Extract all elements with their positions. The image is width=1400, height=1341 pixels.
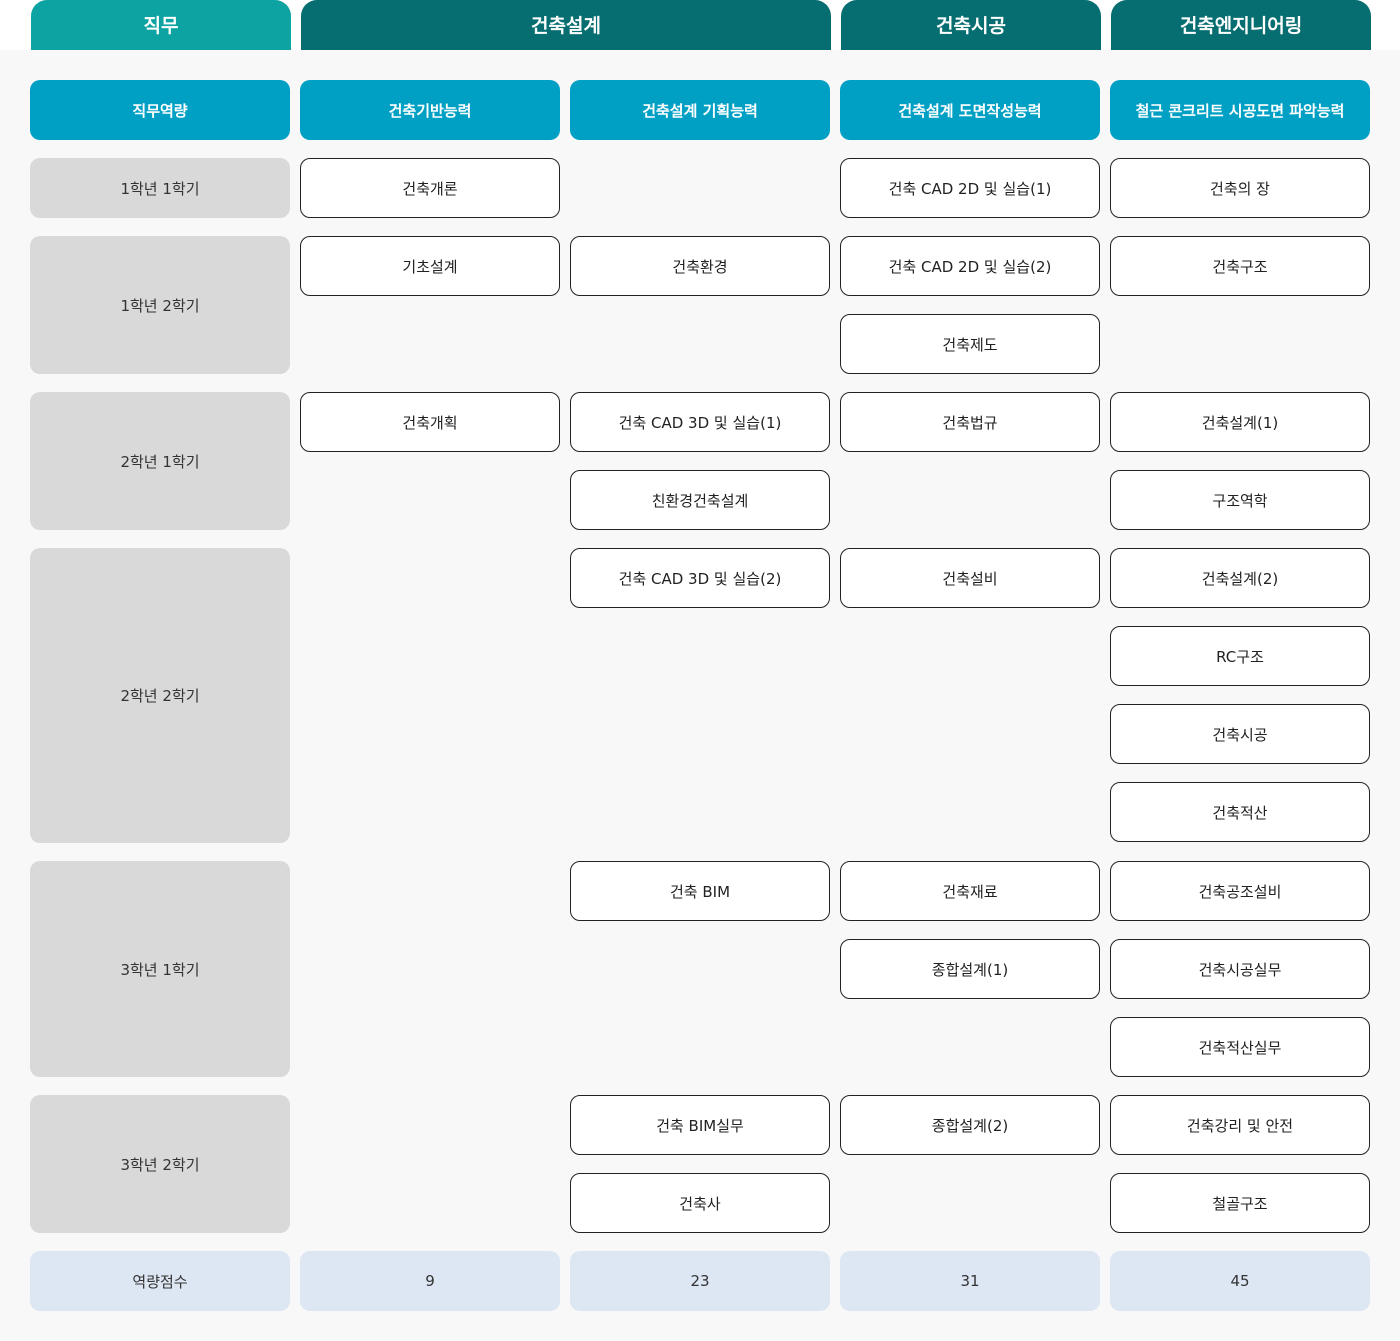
semester-label-3-2: 3학년 2학기 (30, 1095, 290, 1233)
semester-label-1-1: 1학년 1학기 (30, 158, 290, 218)
course-card[interactable]: 건축시공실무 (1110, 939, 1370, 999)
competency-drawing: 건축설계 도면작성능력 (840, 80, 1100, 140)
course-card[interactable]: 건축적산 (1110, 782, 1370, 842)
score-drawing: 31 (840, 1251, 1100, 1311)
course-card[interactable]: 철골구조 (1110, 1173, 1370, 1233)
competency-design-planning: 건축설계 기획능력 (570, 80, 830, 140)
course-card[interactable]: 건축설계(2) (1110, 548, 1370, 608)
course-card[interactable]: 건축설계(1) (1110, 392, 1370, 452)
course-card[interactable]: 건축법규 (840, 392, 1100, 452)
course-card[interactable]: 건축재료 (840, 861, 1100, 921)
score-row-label: 역량점수 (30, 1251, 290, 1311)
job-tab-construction[interactable]: 건축시공 (841, 0, 1101, 50)
course-card[interactable]: RC구조 (1110, 626, 1370, 686)
course-card[interactable]: 건축적산실무 (1110, 1017, 1370, 1077)
competency-rc-drawing: 철근 콘크리트 시공도면 파악능력 (1110, 80, 1370, 140)
job-tab-engineering[interactable]: 건축엔지니어링 (1111, 0, 1371, 50)
course-card[interactable]: 기초설계 (300, 236, 560, 296)
course-card[interactable]: 건축설비 (840, 548, 1100, 608)
course-card[interactable]: 건축시공 (1110, 704, 1370, 764)
competency-foundation: 건축기반능력 (300, 80, 560, 140)
job-tab-architectural-design[interactable]: 건축설계 (301, 0, 831, 50)
course-card[interactable]: 건축 BIM (570, 861, 830, 921)
course-card[interactable]: 종합설계(1) (840, 939, 1100, 999)
course-card[interactable]: 건축 CAD 3D 및 실습(2) (570, 548, 830, 608)
course-card[interactable]: 건축개획 (300, 392, 560, 452)
score-rc-drawing: 45 (1110, 1251, 1370, 1311)
course-card[interactable]: 건축제도 (840, 314, 1100, 374)
course-card[interactable]: 구조역학 (1110, 470, 1370, 530)
score-design-planning: 23 (570, 1251, 830, 1311)
course-card[interactable]: 종합설계(2) (840, 1095, 1100, 1155)
semester-label-2-1: 2학년 1학기 (30, 392, 290, 530)
course-card[interactable]: 건축 CAD 3D 및 실습(1) (570, 392, 830, 452)
job-tab-label: 직무 (31, 0, 291, 50)
course-card[interactable]: 건축 CAD 2D 및 실습(2) (840, 236, 1100, 296)
course-card[interactable]: 건축강리 및 안전 (1110, 1095, 1370, 1155)
course-card[interactable]: 건축공조설비 (1110, 861, 1370, 921)
course-card[interactable]: 건축구조 (1110, 236, 1370, 296)
semester-label-2-2: 2학년 2학기 (30, 548, 290, 843)
competency-row-label: 직무역량 (30, 80, 290, 140)
semester-label-3-1: 3학년 1학기 (30, 861, 290, 1077)
course-card[interactable]: 건축의 장 (1110, 158, 1370, 218)
course-card[interactable]: 건축개론 (300, 158, 560, 218)
course-card[interactable]: 건축사 (570, 1173, 830, 1233)
course-card[interactable]: 친환경건축설계 (570, 470, 830, 530)
course-card[interactable]: 건축 CAD 2D 및 실습(1) (840, 158, 1100, 218)
score-foundation: 9 (300, 1251, 560, 1311)
course-card[interactable]: 건축 BIM실무 (570, 1095, 830, 1155)
course-card[interactable]: 건축환경 (570, 236, 830, 296)
semester-label-1-2: 1학년 2학기 (30, 236, 290, 374)
